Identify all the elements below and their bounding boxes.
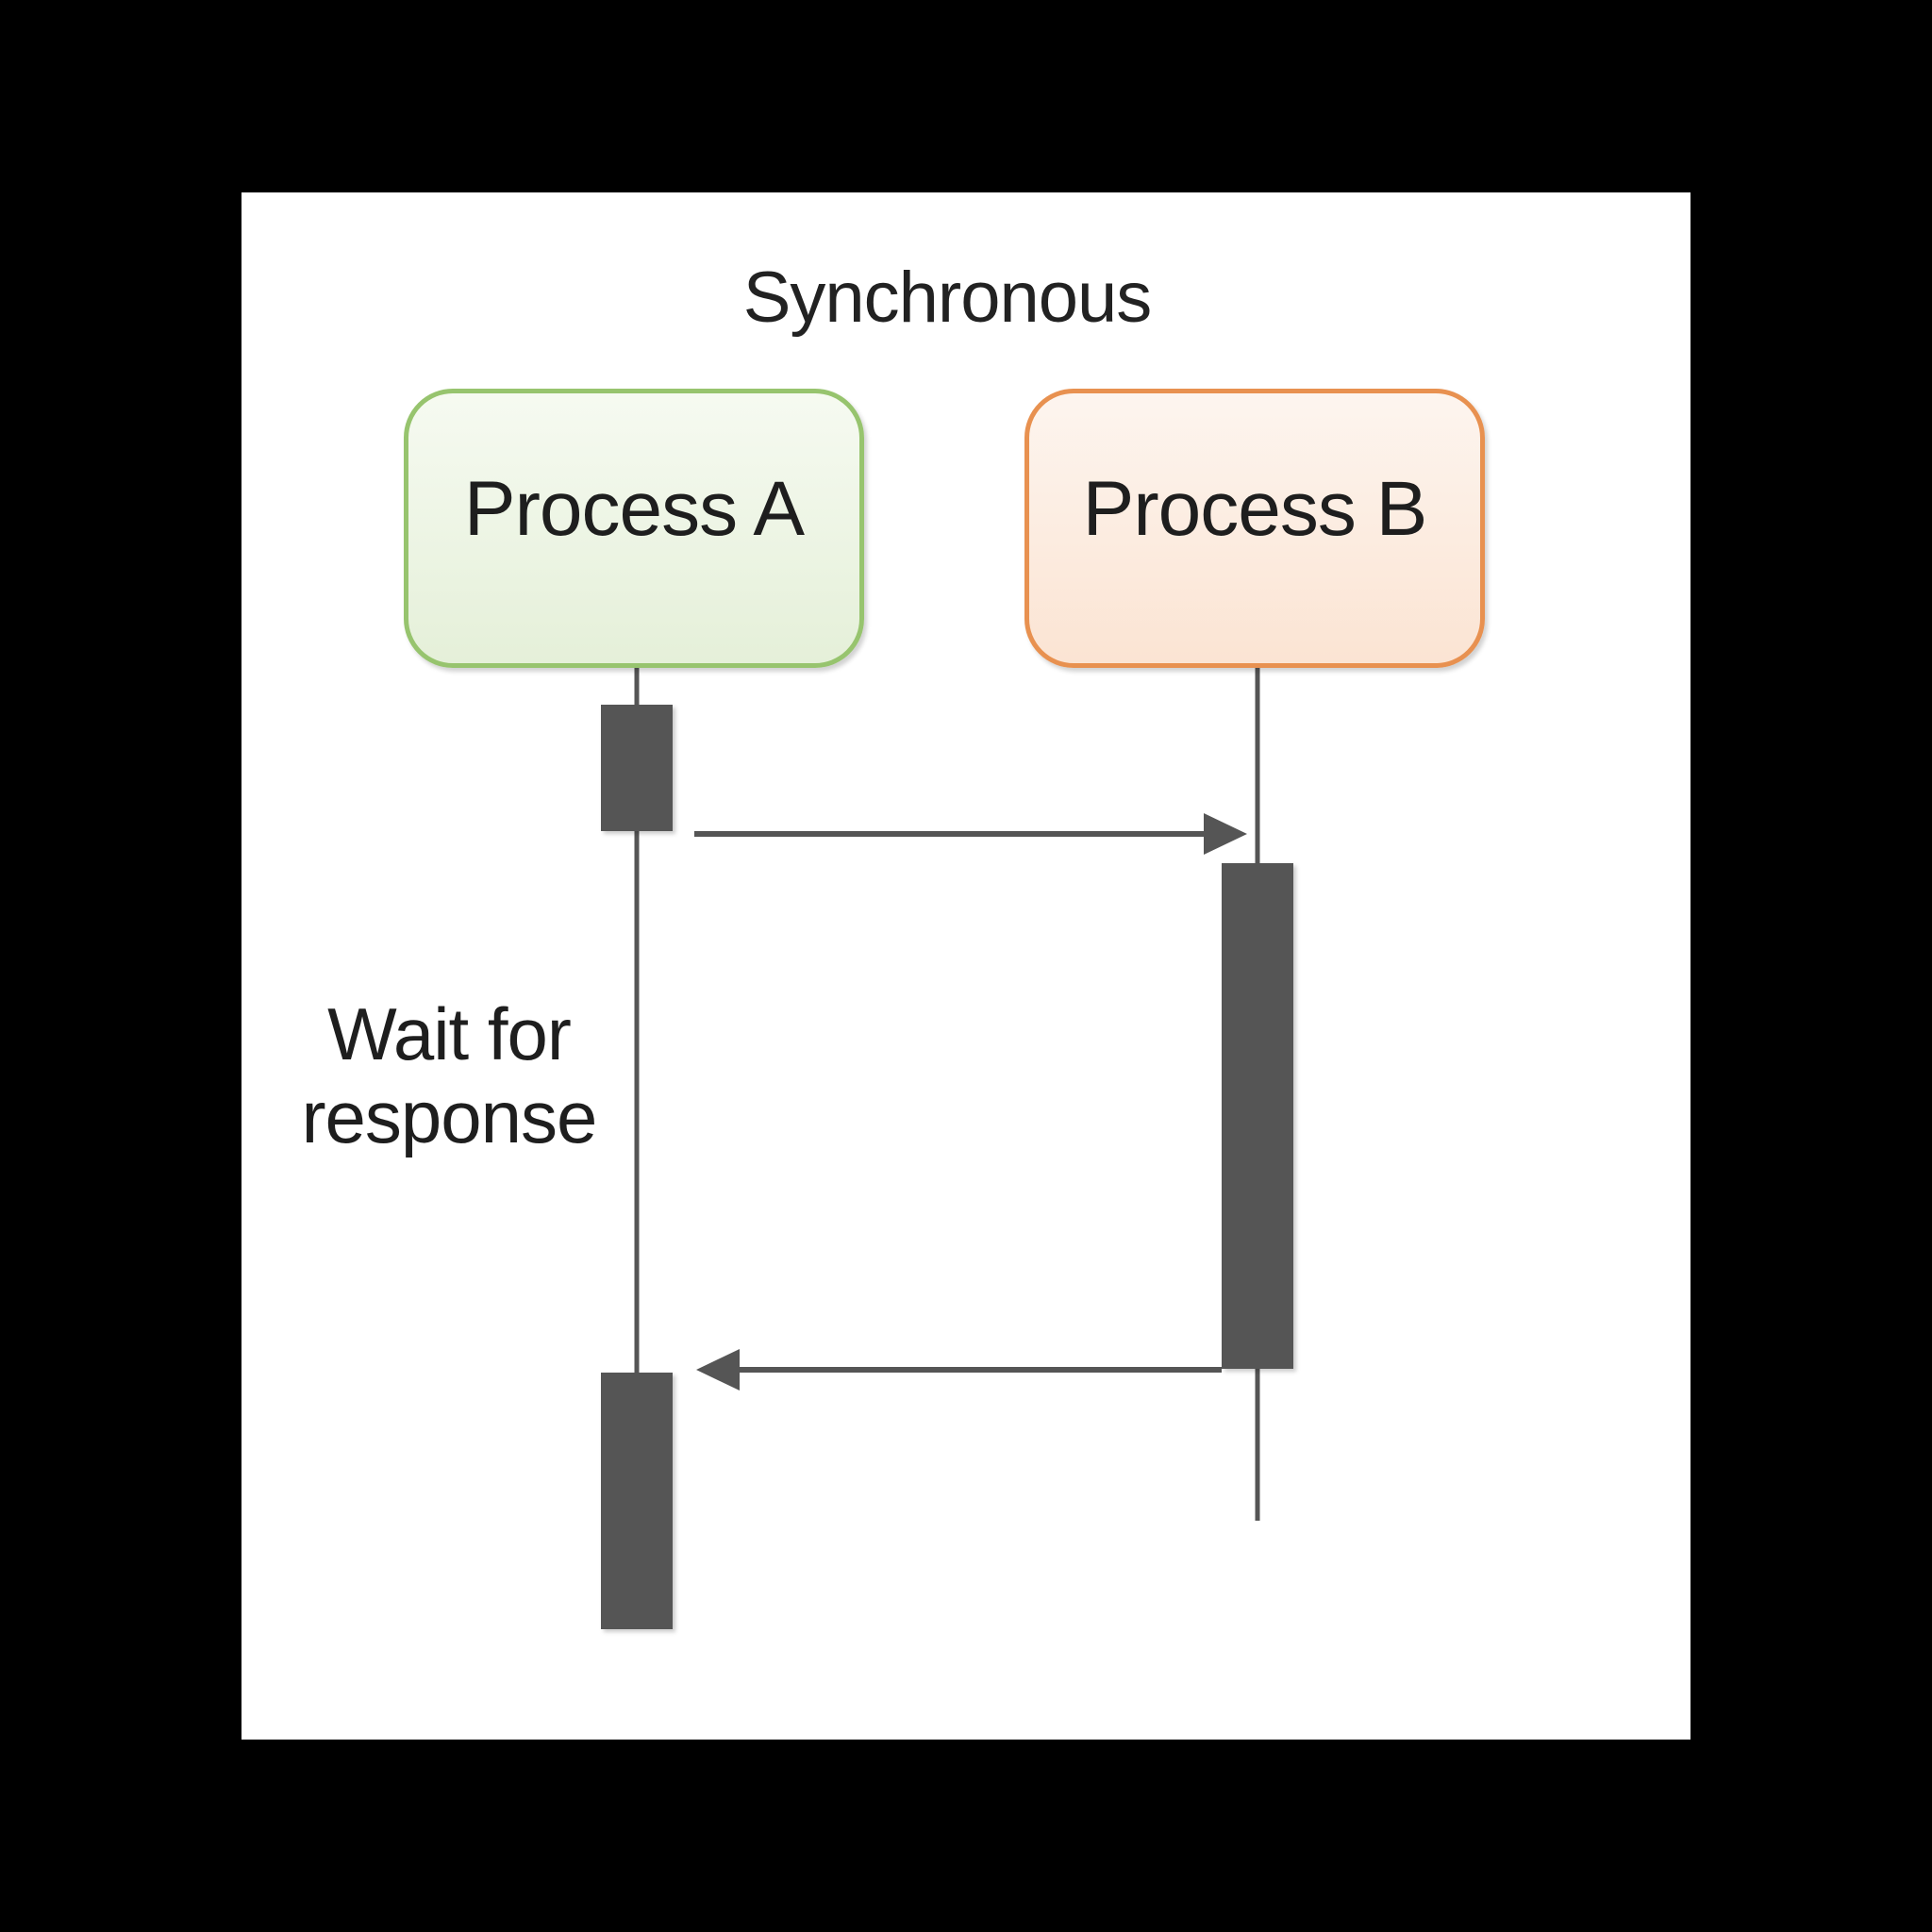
arrowhead-left-icon bbox=[696, 1349, 740, 1391]
activation-a-1 bbox=[601, 705, 673, 831]
activation-b-1 bbox=[1222, 863, 1293, 1369]
wait-note: Wait for response bbox=[283, 992, 615, 1158]
participant-process-a: Process A bbox=[404, 389, 864, 668]
participant-process-b: Process B bbox=[1024, 389, 1485, 668]
participant-label: Process A bbox=[463, 466, 805, 552]
note-line-1: Wait for bbox=[327, 992, 572, 1075]
participant-label: Process B bbox=[1082, 466, 1428, 552]
activation-a-2 bbox=[601, 1373, 673, 1629]
arrowhead-right-icon bbox=[1204, 813, 1247, 855]
diagram-title: Synchronous bbox=[742, 258, 1153, 338]
note-line-2: response bbox=[301, 1075, 598, 1158]
